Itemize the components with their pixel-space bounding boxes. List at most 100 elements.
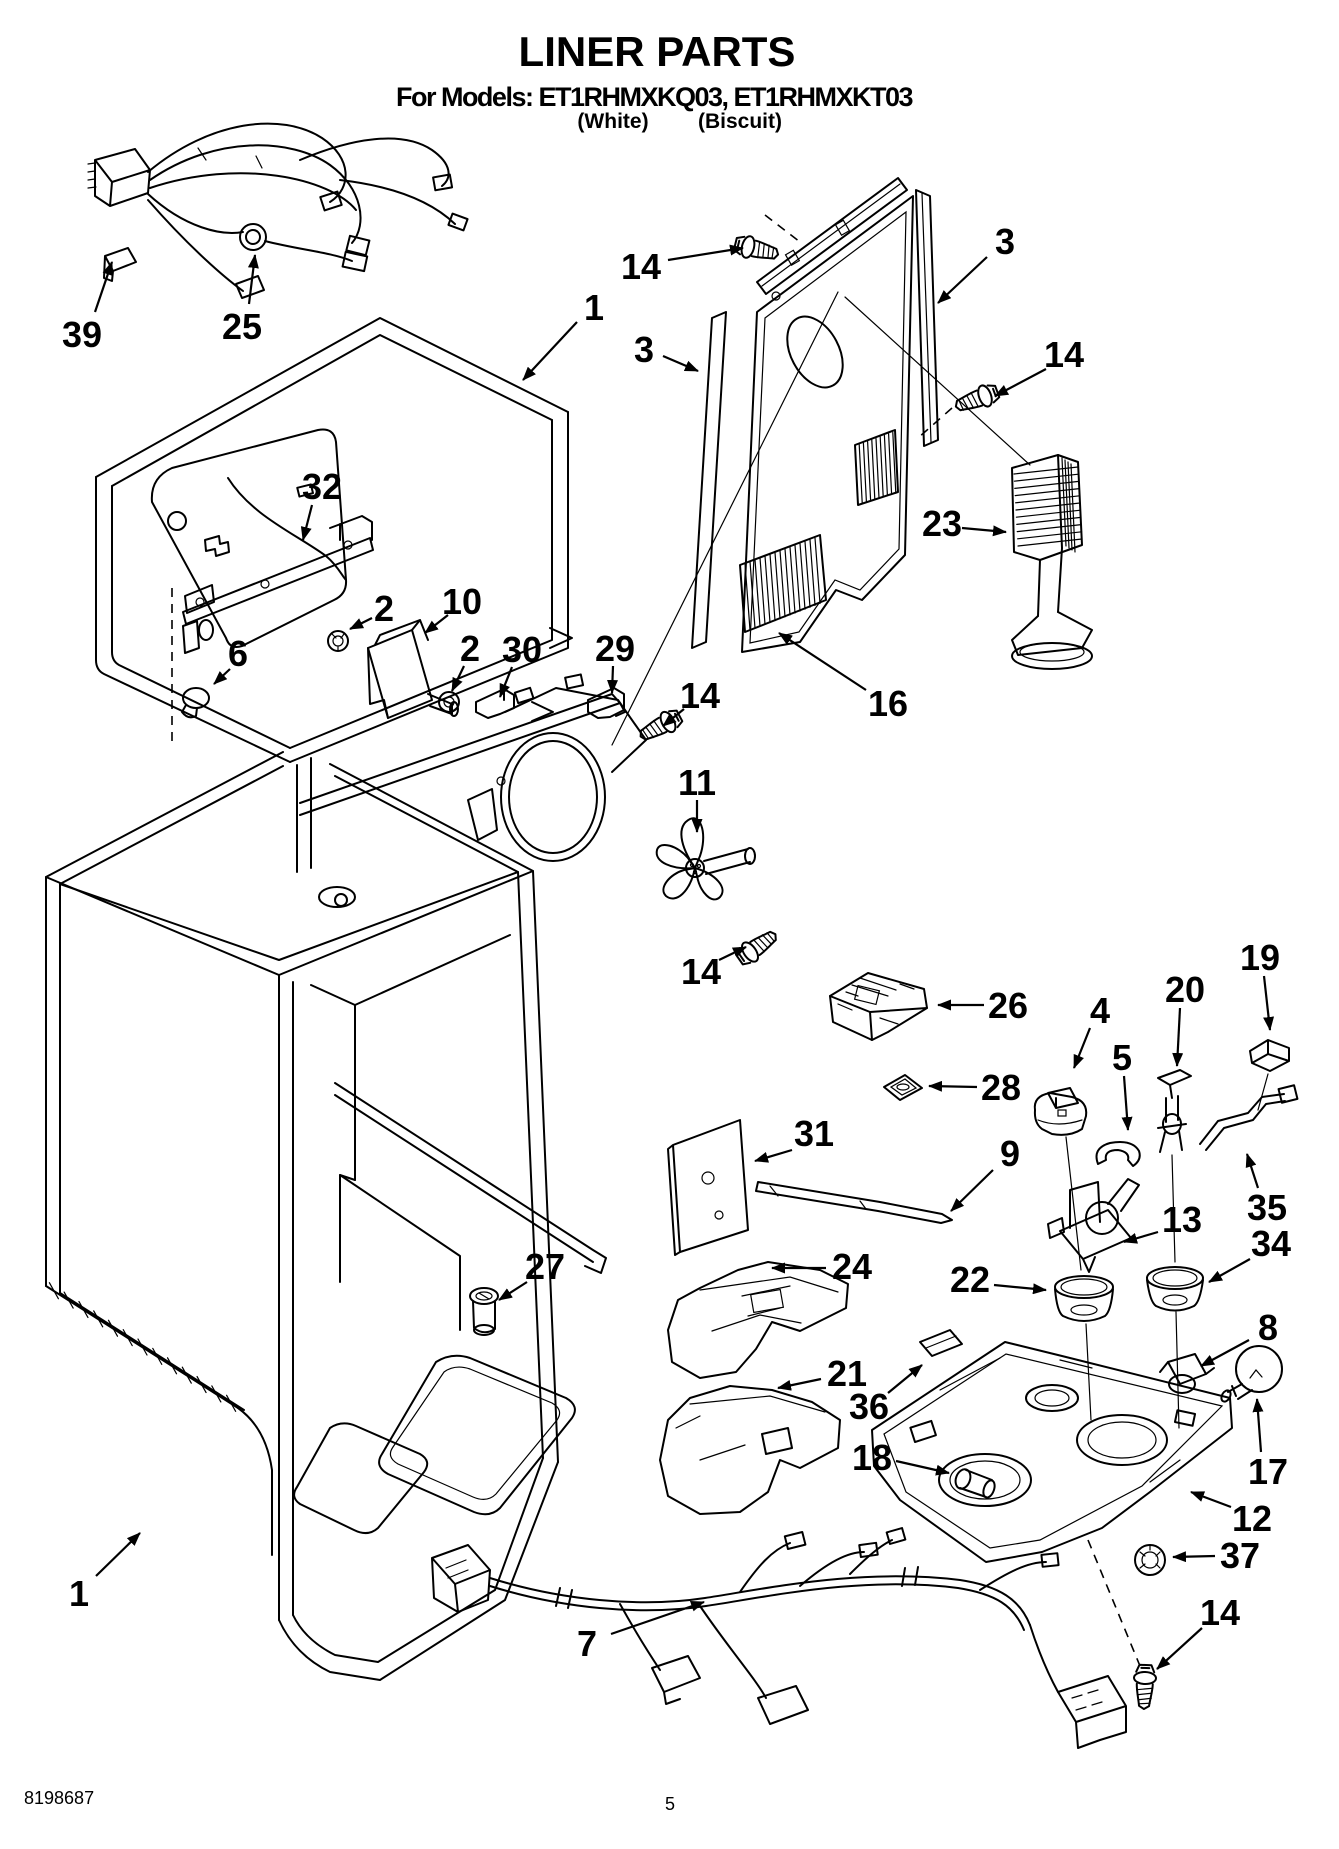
callout-number: 20 xyxy=(1165,969,1205,1010)
callout-31: 31 xyxy=(754,1113,834,1163)
callout-number: 36 xyxy=(849,1386,889,1427)
callout-number: 31 xyxy=(794,1113,834,1154)
callout-24: 24 xyxy=(771,1246,872,1287)
callout-number: 34 xyxy=(1251,1223,1291,1264)
callout-number: 1 xyxy=(69,1573,89,1614)
callout-arrow xyxy=(451,665,465,692)
callout-22: 22 xyxy=(950,1259,1047,1300)
callout-17: 17 xyxy=(1248,1398,1288,1492)
callout-16: 16 xyxy=(778,632,908,724)
callout-arrow xyxy=(498,666,514,698)
callout-number: 23 xyxy=(922,503,962,544)
callout-arrow xyxy=(522,321,578,381)
callout-3: 3 xyxy=(634,329,699,373)
callout-number: 7 xyxy=(577,1623,597,1664)
callout-number: 9 xyxy=(1000,1133,1020,1174)
callout-6: 6 xyxy=(213,633,248,685)
callout-30: 30 xyxy=(498,629,542,698)
callout-number: 12 xyxy=(1232,1498,1272,1539)
callout-arrow xyxy=(718,946,747,961)
refrigerator-liner-drawing xyxy=(45,751,607,1681)
models-line: For Models: ET1RHMXKQ03, ET1RHMXKT03 xyxy=(395,82,914,112)
callout-34: 34 xyxy=(1208,1223,1291,1283)
callout-28: 28 xyxy=(928,1067,1021,1108)
callout-5: 5 xyxy=(1112,1037,1133,1131)
callout-arrow xyxy=(1072,1027,1092,1069)
callout-number: 26 xyxy=(988,985,1028,1026)
hatch-detail-layer xyxy=(48,431,1083,1412)
callout-11: 11 xyxy=(678,762,716,833)
callout-23: 23 xyxy=(922,503,1007,544)
callout-arrow xyxy=(928,1080,978,1092)
callout-arrow xyxy=(498,1281,528,1301)
callout-arrow xyxy=(667,244,744,262)
callout-20: 20 xyxy=(1165,969,1205,1067)
callout-arrow xyxy=(95,1532,141,1577)
callout-8: 8 xyxy=(1200,1307,1278,1367)
rear-panel-drawing xyxy=(611,177,1093,746)
callout-arrow xyxy=(1123,1230,1159,1244)
callout-21: 21 xyxy=(777,1353,867,1394)
freezer-liner-drawing xyxy=(95,317,569,873)
callout-36: 36 xyxy=(849,1364,923,1427)
color-variant-biscuit: (Biscuit) xyxy=(698,110,782,133)
callout-arrow xyxy=(1252,1398,1264,1453)
callout-number: 11 xyxy=(678,762,716,803)
callout-7: 7 xyxy=(577,1600,705,1664)
callout-number: 30 xyxy=(502,629,542,670)
callout-29: 29 xyxy=(595,628,635,694)
callout-number: 32 xyxy=(302,466,342,507)
callout-arrow xyxy=(1190,1490,1232,1509)
callout-arrow xyxy=(993,1283,1047,1295)
callout-number: 4 xyxy=(1090,990,1110,1031)
callout-number: 18 xyxy=(852,1437,892,1478)
callout-number: 1 xyxy=(584,287,604,328)
callout-14: 14 xyxy=(621,244,744,287)
callout-arrow xyxy=(300,504,314,541)
callout-arrow xyxy=(349,617,373,630)
callout-number: 2 xyxy=(460,628,480,669)
callout-number: 25 xyxy=(222,306,262,347)
callout-number: 27 xyxy=(525,1246,565,1287)
wiring-harness-upper-drawing xyxy=(87,122,469,299)
callout-number: 6 xyxy=(228,633,248,674)
callout-number: 2 xyxy=(374,588,394,629)
callout-arrow xyxy=(247,254,259,305)
callout-arrow xyxy=(424,614,449,634)
callout-number: 14 xyxy=(621,246,661,287)
callout-4: 4 xyxy=(1072,990,1110,1069)
thermostat-bracket-drawing xyxy=(181,515,625,722)
callout-arrow xyxy=(1208,1258,1251,1283)
callout-32: 32 xyxy=(300,466,342,541)
callout-number: 14 xyxy=(680,675,720,716)
callout-13: 13 xyxy=(1123,1199,1202,1244)
callout-number: 37 xyxy=(1220,1535,1260,1576)
callout-2: 2 xyxy=(451,628,480,692)
control-housing-drawing xyxy=(871,1341,1283,1667)
callout-arrow xyxy=(662,354,699,373)
document-number: 8198687 xyxy=(24,1788,95,1808)
callout-19: 19 xyxy=(1240,937,1280,1031)
callout-number: 35 xyxy=(1247,1187,1287,1228)
evaporator-fan-drawing xyxy=(299,673,756,901)
callout-arrow xyxy=(777,1377,822,1391)
callout-number: 14 xyxy=(681,951,721,992)
callout-14: 14 xyxy=(662,675,720,727)
callout-number: 29 xyxy=(595,628,635,669)
callout-number: 5 xyxy=(1112,1037,1132,1078)
callout-number: 17 xyxy=(1248,1451,1288,1492)
callout-1: 1 xyxy=(522,287,604,381)
callout-number: 22 xyxy=(950,1259,990,1300)
callout-number: 28 xyxy=(981,1067,1021,1108)
callout-number: 13 xyxy=(1162,1199,1202,1240)
color-variant-white: (White) xyxy=(577,110,649,133)
callout-10: 10 xyxy=(424,581,482,634)
callout-arrow xyxy=(1172,1007,1184,1067)
callout-arrow xyxy=(1245,1153,1260,1189)
callout-arrow xyxy=(1156,1627,1203,1670)
callout-arrow xyxy=(778,632,867,691)
callout-9: 9 xyxy=(950,1133,1020,1212)
callout-number: 3 xyxy=(995,221,1015,262)
callout-2: 2 xyxy=(349,588,394,630)
